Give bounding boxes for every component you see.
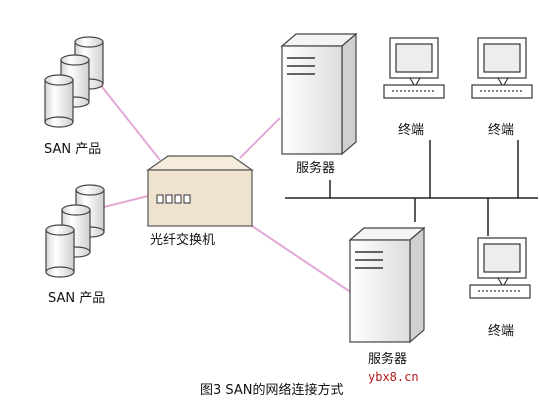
label-server-top: 服务器 — [296, 161, 336, 176]
fiber-link-san-top — [94, 77, 161, 161]
watermark: ybx8.cn — [368, 370, 419, 384]
switch-port-lights — [156, 194, 191, 204]
fiber-link-san-bottom — [99, 195, 149, 209]
fiber-switch — [146, 155, 254, 227]
lan-links — [285, 140, 538, 236]
server-bay-lines — [355, 251, 383, 269]
fiber-link-server-bottom — [251, 225, 353, 294]
server-bottom — [348, 226, 426, 344]
san-storage-top — [44, 36, 104, 128]
fiber-links — [94, 77, 353, 294]
server-bay-lines — [287, 57, 315, 75]
disk-cylinder-icon — [44, 74, 74, 128]
figure-caption: 图3 SAN的网络连接方式 — [200, 383, 344, 398]
label-san-top: SAN 产品 — [44, 142, 102, 157]
label-server-bottom: 服务器 — [368, 352, 408, 367]
label-switch: 光纤交换机 — [150, 233, 216, 248]
label-terminal-1: 终端 — [398, 123, 425, 138]
terminal-1 — [383, 37, 445, 99]
label-terminal-2: 终端 — [488, 123, 515, 138]
terminal-2 — [471, 37, 533, 99]
server-top — [280, 32, 358, 156]
fiber-link-server-top — [239, 117, 281, 159]
san-storage-bottom — [45, 184, 105, 278]
label-san-bottom: SAN 产品 — [48, 291, 106, 306]
disk-cylinder-icon — [45, 224, 75, 278]
terminal-3 — [469, 237, 531, 299]
label-terminal-3: 终端 — [488, 324, 515, 339]
